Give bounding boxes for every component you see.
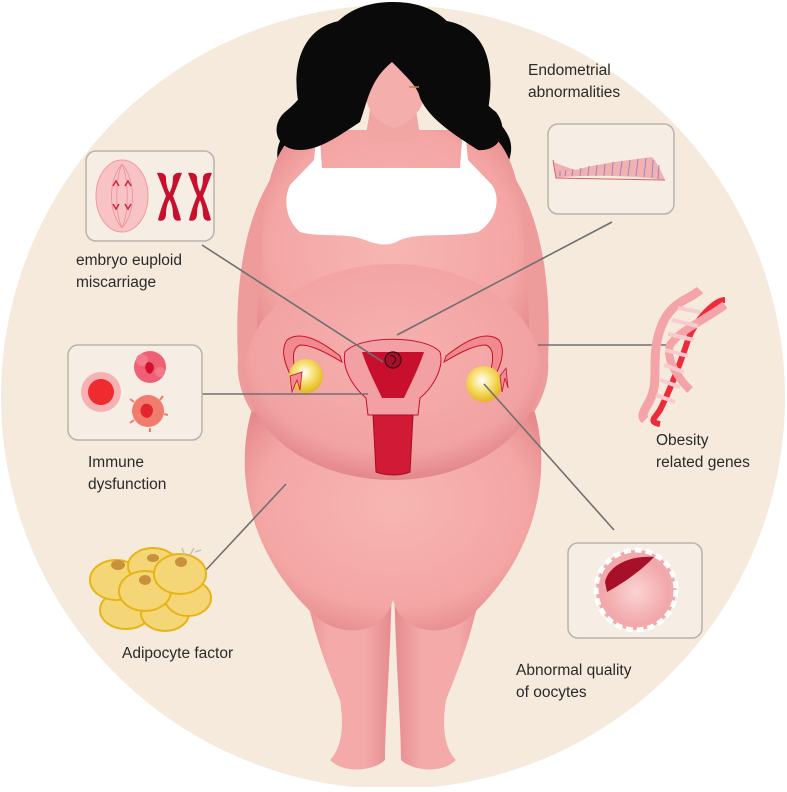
hair (276, 2, 503, 151)
label-euploid: embryo euploid miscarriage (76, 252, 182, 291)
panel-oocyte (567, 542, 703, 639)
panel-endometrial (547, 123, 675, 215)
cell-division-icon (95, 159, 149, 233)
connectors (201, 221, 668, 573)
uterus (283, 335, 509, 476)
left-ovary (289, 359, 323, 393)
endometrium-tissue-icon (552, 157, 666, 181)
label-immune: Immune dysfunction (88, 454, 167, 493)
bra (286, 140, 497, 245)
label-endometrial: Endometrial abnormalities (528, 62, 621, 101)
dna-helix-icon (638, 286, 728, 427)
chromosomes-icon (157, 172, 212, 221)
connector-euploid (201, 244, 384, 363)
panel-immune (67, 344, 203, 441)
connector-oocyte (483, 383, 615, 531)
connector-endometrial (396, 221, 613, 336)
label-genes: Obesity related genes (656, 432, 750, 471)
panel-euploid (85, 150, 215, 242)
label-adipocyte: Adipocyte factor (122, 645, 234, 662)
connector-adipocyte (203, 483, 287, 573)
label-oocyte: Abnormal quality of oocytes (516, 662, 632, 701)
oocyte-icon (593, 547, 679, 633)
adipocyte-cluster-icon (89, 547, 212, 632)
immune-cells-icon (81, 351, 169, 432)
